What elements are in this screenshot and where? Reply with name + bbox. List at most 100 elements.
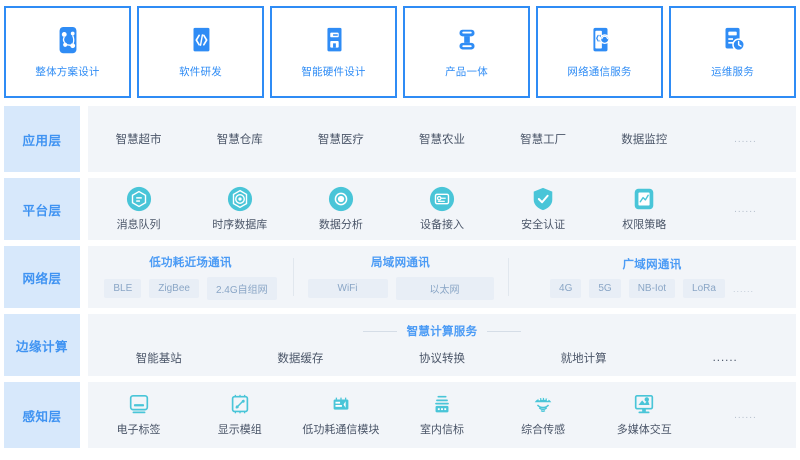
edge-item[interactable]: 数据缓存 — [277, 352, 324, 365]
integrated-sensor-icon — [534, 397, 552, 412]
network-group-wan: 广域网通讯 4G 5G NB-Iot LoRa ...... — [508, 246, 796, 308]
service-card-hardware-design[interactable]: 智能硬件设计 — [270, 6, 397, 98]
service-card-product-integration[interactable]: 产品一体 — [403, 6, 530, 98]
sensing-item-indoor-beacon[interactable]: 室内信标 — [391, 393, 492, 437]
network-chip[interactable]: 5G — [589, 279, 621, 298]
product-integration-icon — [459, 29, 474, 50]
app-item[interactable]: 智慧医疗 — [317, 134, 364, 146]
layer-body-application: 智慧超市 智慧仓库 智慧医疗 智慧农业 智慧工厂 数据监控 ...... — [88, 106, 796, 172]
platform-item-data-analysis[interactable]: 数据分析 — [290, 186, 391, 232]
sensing-item-display-module[interactable]: 显示模组 — [189, 393, 290, 437]
edge-more-ellipsis: ...... — [712, 351, 738, 364]
policy-chart-icon — [634, 188, 654, 210]
sensing-item-electronic-tag[interactable]: 电子标签 — [88, 393, 189, 437]
network-chip[interactable]: 以太网 — [395, 277, 494, 300]
edge-title: 智慧计算服务 — [406, 326, 478, 338]
layer-row-edge: 边缘计算 智慧计算服务 智能基站 数据缓存 协议转换 就地计算 ...... — [4, 314, 796, 376]
edge-item[interactable]: 智能基站 — [135, 352, 182, 365]
operations-clock-icon — [725, 27, 745, 52]
service-card-label: 网络通信服务 — [567, 66, 632, 78]
network-group-lpwan-nearfield: 低功耗近场通讯 BLE ZigBee 2.4G自组网 — [88, 246, 293, 308]
service-card-label: 软件研发 — [179, 66, 222, 78]
network-chip[interactable]: ZigBee — [149, 279, 199, 298]
electronic-tag-icon — [129, 394, 148, 414]
sensing-item-label: 显示模组 — [217, 424, 262, 436]
timeseries-db-icon — [227, 186, 252, 212]
network-service-icon — [592, 27, 610, 52]
service-card-label: 运维服务 — [711, 66, 754, 78]
service-card-solution-design[interactable]: 整体方案设计 — [4, 6, 131, 98]
platform-item-label: 权限策略 — [622, 219, 667, 231]
sensing-item-label: 室内信标 — [419, 424, 464, 436]
service-card-software-rd[interactable]: 软件研发 — [137, 6, 264, 98]
sensing-item-low-power-comm[interactable]: 低功耗通信模块 — [290, 393, 391, 437]
network-chip[interactable]: NB-Iot — [628, 279, 676, 298]
sensing-item-integrated-sensor[interactable]: 综合传感 — [493, 393, 594, 437]
sensing-item-multimedia-interaction[interactable]: 多媒体交互 — [594, 393, 695, 437]
multimedia-interaction-icon — [635, 394, 654, 414]
service-card-network-service[interactable]: 网络通信服务 — [536, 6, 663, 98]
app-item[interactable]: 智慧农业 — [418, 134, 465, 146]
platform-item-message-queue[interactable]: 消息队列 — [88, 186, 189, 232]
layer-tag-edge: 边缘计算 — [4, 314, 80, 376]
network-chip[interactable]: 4G — [550, 279, 582, 298]
platform-item-timeseries-db[interactable]: 时序数据库 — [189, 186, 290, 232]
layer-body-network: 低功耗近场通讯 BLE ZigBee 2.4G自组网 局域网通讯 WiFi 以太… — [88, 246, 796, 308]
hardware-design-icon — [326, 27, 341, 52]
app-item[interactable]: 智慧超市 — [115, 134, 162, 146]
edge-title-rule-left — [362, 330, 397, 332]
service-card-operations[interactable]: 运维服务 — [669, 6, 796, 98]
layer-tag-sensing: 感知层 — [4, 382, 80, 448]
sensing-item-label: 多媒体交互 — [616, 424, 672, 436]
service-card-label: 产品一体 — [445, 66, 488, 78]
sensing-item-label: 综合传感 — [521, 424, 566, 436]
platform-item-label: 数据分析 — [318, 219, 363, 231]
edge-title-rule-right — [487, 330, 522, 332]
message-queue-icon — [126, 186, 151, 212]
edge-item[interactable]: 就地计算 — [560, 352, 607, 365]
solution-design-icon — [59, 26, 76, 54]
edge-item[interactable]: 协议转换 — [418, 352, 465, 365]
network-chip[interactable]: 2.4G自组网 — [206, 277, 277, 300]
network-chip[interactable]: LoRa — [683, 279, 725, 298]
display-module-icon — [231, 394, 248, 414]
network-chip[interactable]: BLE — [104, 279, 142, 298]
app-more-ellipsis: ...... — [734, 133, 757, 145]
layer-tag-platform: 平台层 — [4, 178, 80, 240]
ellipsis-text: ...... — [734, 409, 757, 421]
sensing-more-ellipsis: ...... — [695, 410, 796, 421]
app-item[interactable]: 智慧工厂 — [520, 134, 567, 146]
layer-body-edge: 智慧计算服务 智能基站 数据缓存 协议转换 就地计算 ...... — [88, 314, 796, 376]
layer-tag-application: 应用层 — [4, 106, 80, 172]
layer-row-network: 网络层 低功耗近场通讯 BLE ZigBee 2.4G自组网 局域网通讯 — [4, 246, 796, 308]
security-shield-icon — [533, 187, 553, 211]
app-item[interactable]: 智慧仓库 — [216, 134, 263, 146]
sensing-item-label: 低功耗通信模块 — [302, 424, 380, 436]
platform-item-policy[interactable]: 权限策略 — [594, 186, 695, 232]
ellipsis-text: ...... — [734, 203, 757, 215]
low-power-comm-icon — [333, 397, 349, 410]
app-item[interactable]: 数据监控 — [621, 134, 668, 146]
network-group-title: 广域网通讯 — [622, 259, 682, 271]
indoor-beacon-icon — [435, 395, 449, 413]
network-more-ellipsis: ...... — [732, 283, 754, 294]
platform-more-ellipsis: ...... — [695, 204, 796, 215]
platform-item-label: 设备接入 — [419, 219, 464, 231]
platform-item-device-access[interactable]: 设备接入 — [391, 186, 492, 232]
layer-row-sensing: 感知层 电子标签 — [4, 382, 796, 448]
service-card-row: 整体方案设计 软件研发 智能硬件设计 — [0, 0, 800, 102]
layer-body-platform: 消息队列 时序数据库 — [88, 178, 796, 240]
network-chip[interactable]: WiFi — [307, 279, 388, 298]
platform-item-security-auth[interactable]: 安全认证 — [493, 186, 594, 232]
layer-row-platform: 平台层 消息队列 — [4, 178, 796, 240]
network-group-title: 局域网通讯 — [371, 257, 430, 269]
service-card-label: 智能硬件设计 — [301, 66, 366, 78]
layer-stack: 应用层 智慧超市 智慧仓库 智慧医疗 智慧农业 智慧工厂 数据监控 ......… — [0, 102, 800, 448]
data-analysis-icon — [328, 186, 353, 212]
sensing-item-label: 电子标签 — [116, 424, 161, 436]
layer-body-sensing: 电子标签 — [88, 382, 796, 448]
service-card-label: 整体方案设计 — [35, 66, 100, 78]
layer-tag-network: 网络层 — [4, 246, 80, 308]
layer-row-application: 应用层 智慧超市 智慧仓库 智慧医疗 智慧农业 智慧工厂 数据监控 ...... — [4, 106, 796, 172]
